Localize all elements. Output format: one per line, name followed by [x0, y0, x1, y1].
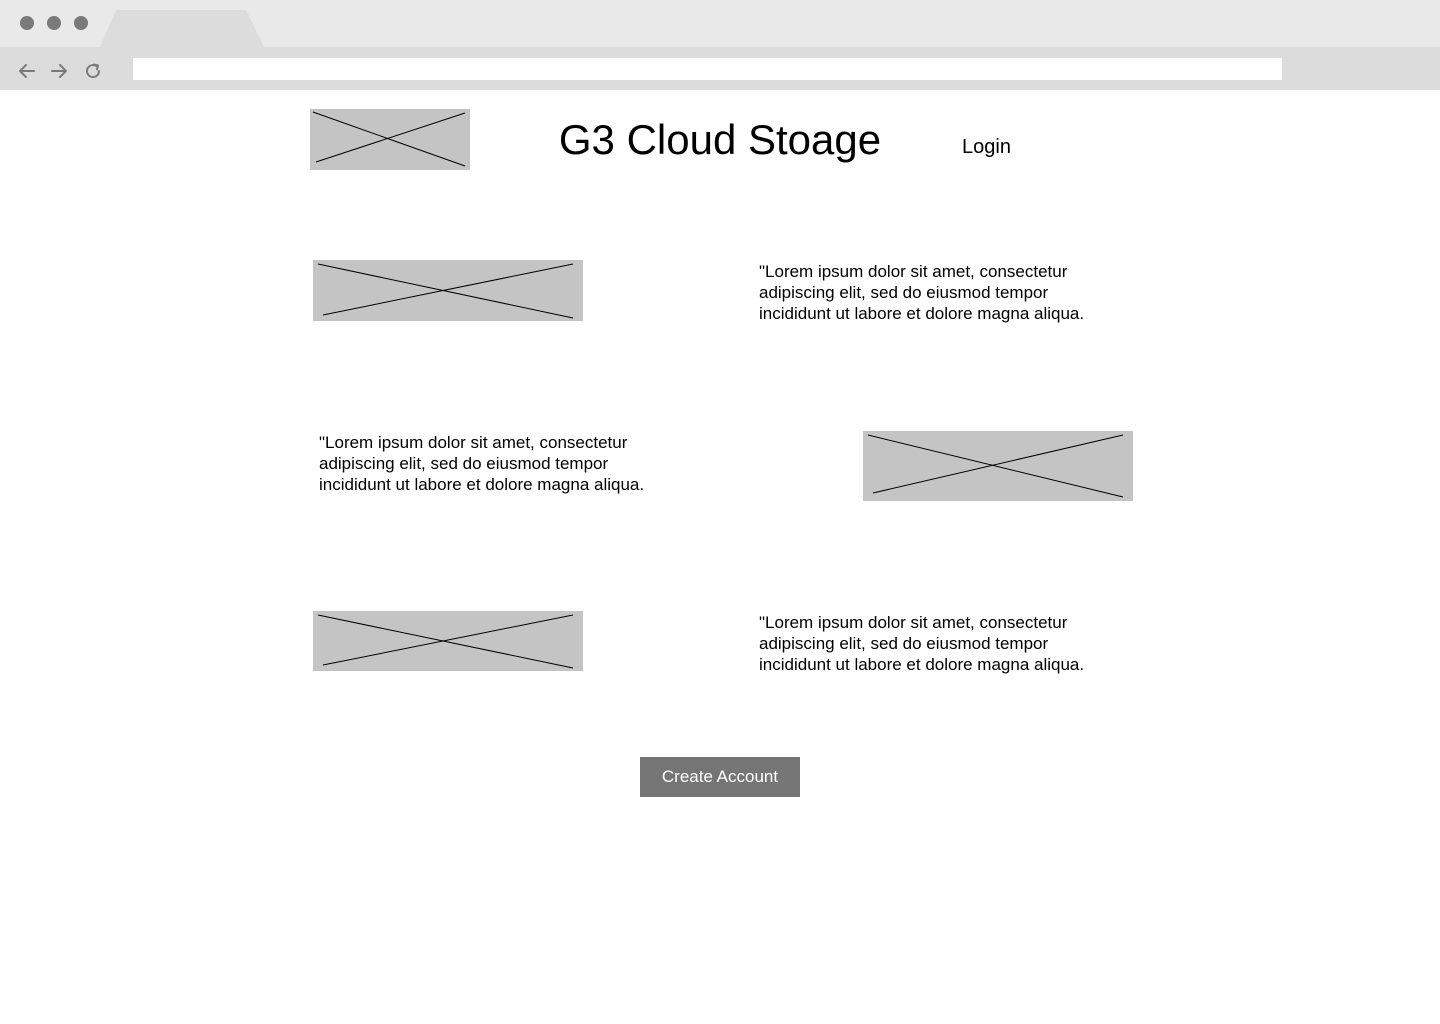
arrow-right-icon[interactable] [49, 61, 69, 81]
feature-text-3: "Lorem ipsum dolor sit amet, consectetur… [759, 613, 1085, 674]
window-close-dot[interactable] [20, 16, 34, 30]
feature-image-1 [313, 260, 583, 321]
logo-placeholder [310, 109, 470, 170]
reload-icon[interactable] [83, 61, 103, 81]
address-bar[interactable] [133, 58, 1282, 80]
arrow-left-icon[interactable] [17, 61, 37, 81]
feature-image-2 [863, 431, 1133, 501]
feature-text-1: "Lorem ipsum dolor sit amet, consectetur… [759, 262, 1085, 323]
login-link[interactable]: Login [962, 136, 1011, 158]
feature-text-2: "Lorem ipsum dolor sit amet, consectetur… [319, 433, 645, 494]
page-title: G3 Cloud Stoage [558, 116, 882, 163]
window-minimize-dot[interactable] [47, 16, 61, 30]
browser-tab[interactable] [100, 10, 264, 47]
feature-image-3 [313, 611, 583, 671]
browser-titlebar [0, 0, 1440, 47]
window-maximize-dot[interactable] [74, 16, 88, 30]
create-account-button[interactable]: Create Account [640, 757, 800, 797]
